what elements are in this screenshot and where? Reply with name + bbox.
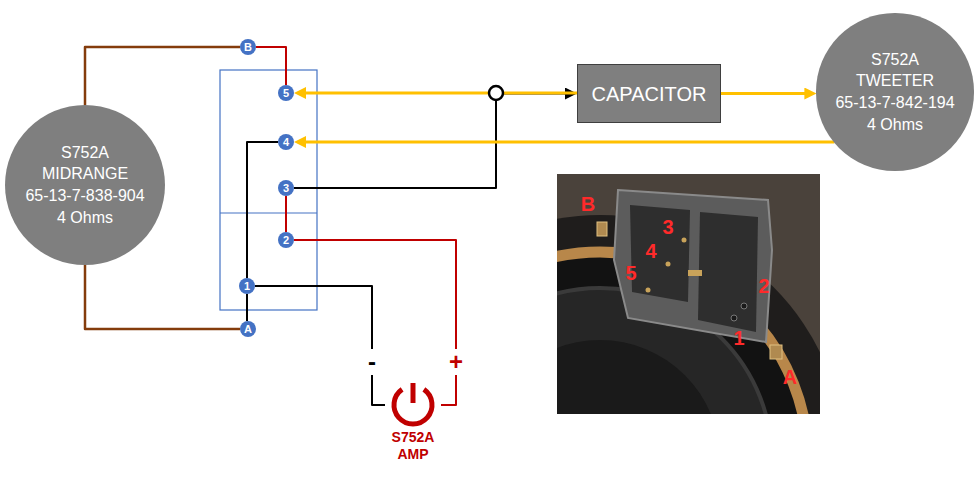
- speaker-cone: [557, 340, 720, 414]
- pin-label: 1: [733, 328, 744, 348]
- pin-label: B: [581, 194, 595, 214]
- node-text: CAPACITOR: [592, 82, 707, 106]
- pin-label: A: [783, 367, 797, 387]
- terminal-tab: [770, 345, 782, 359]
- pin-contact: [646, 288, 651, 293]
- terminal-pin: 3: [278, 180, 294, 196]
- pin-number: 5: [283, 88, 289, 99]
- node-text: 4 Ohms: [57, 207, 113, 229]
- wire-connector: [247, 142, 278, 278]
- wire-connector: [85, 265, 240, 329]
- node-text: 65-13-7-842-194: [835, 92, 954, 114]
- node-text: 65-13-7-838-904: [25, 185, 144, 207]
- terminal-pin: 1: [239, 278, 255, 294]
- pin-contact: [682, 238, 687, 243]
- node-text: S752A: [61, 142, 109, 164]
- wire-connector: [294, 240, 456, 405]
- pin-number: 1: [244, 281, 250, 292]
- pin-number: 4: [283, 137, 289, 148]
- wire-connector: [299, 141, 835, 144]
- housing-compartment: [630, 205, 690, 302]
- pin-number: A: [244, 324, 252, 335]
- node-text: MIDRANGE: [42, 163, 128, 185]
- pin-label: 2: [758, 276, 769, 296]
- terminal-pin: B: [240, 39, 256, 55]
- terminal-pin: A: [240, 321, 256, 337]
- power-symbol: [389, 381, 437, 427]
- pin-label: 3: [662, 217, 673, 237]
- node-text: 4 Ohms: [867, 114, 923, 136]
- junction-ring: [489, 86, 503, 100]
- wire-connector: [299, 92, 577, 95]
- pin-number: 2: [283, 235, 289, 246]
- housing-compartment: [698, 212, 758, 332]
- terminal-pin: 2: [278, 232, 294, 248]
- pin-label: 4: [645, 241, 656, 261]
- pin-number: 3: [283, 183, 289, 194]
- power-bar: [411, 383, 416, 403]
- polarity-label: -: [365, 349, 379, 375]
- amp-symbol: S752A AMP: [385, 381, 441, 463]
- wire-connector: [721, 92, 812, 95]
- wire-connector: [85, 47, 240, 105]
- connector-blade: [688, 270, 702, 276]
- node-text: S752A AMP: [385, 429, 441, 463]
- pin-contact: [741, 303, 747, 309]
- terminal-tab: [597, 222, 607, 236]
- polarity-label: +: [446, 349, 466, 375]
- pin-contact: [731, 315, 737, 321]
- node-text: S752A: [871, 49, 919, 71]
- wire-connector: [256, 47, 286, 85]
- speaker-circle: S752AMIDRANGE65-13-7-838-9044 Ohms: [5, 105, 165, 265]
- pin-number: B: [244, 42, 252, 53]
- connector-housing: [614, 190, 772, 342]
- wire-connector: [246, 294, 248, 321]
- wire-connector: [285, 196, 287, 232]
- capacitor-box: CAPACITOR: [577, 64, 721, 123]
- node-text: TWEETER: [856, 70, 934, 92]
- connector-outline: [220, 70, 317, 310]
- wire-connector: [255, 286, 385, 405]
- terminal-pin: 4: [278, 134, 294, 150]
- connector-photo: [557, 174, 820, 414]
- connector-divider: [220, 212, 317, 213]
- pin-contact: [666, 262, 671, 267]
- pin-label: 5: [625, 263, 636, 283]
- terminal-pin: 5: [278, 85, 294, 101]
- speaker-circle: S752ATWEETER65-13-7-842-1944 Ohms: [816, 13, 973, 170]
